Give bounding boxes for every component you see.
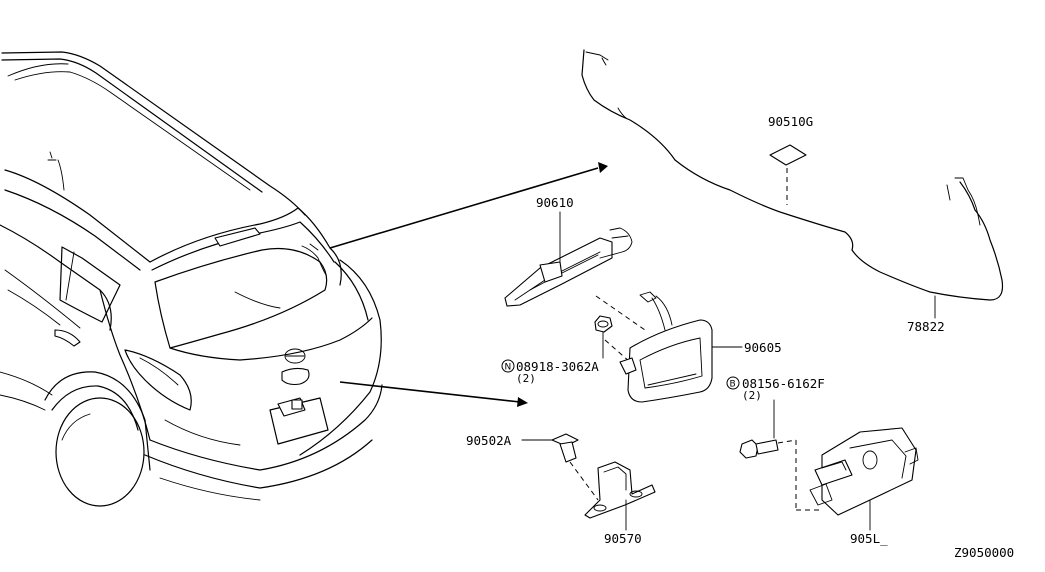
label-08918-qty: (2) (516, 372, 536, 385)
label-08918-3062A: 08918-3062A (516, 359, 599, 374)
harness-clip-icon (769, 144, 807, 205)
pointer-arrows (329, 162, 608, 407)
diagram-id: Z9050000 (954, 545, 1014, 560)
label-08156-qty: (2) (742, 389, 762, 402)
label-90510G: 90510G (768, 114, 813, 129)
car-body-drawing (0, 51, 383, 507)
bolt-prefix-circle (726, 376, 740, 390)
label-08156-6162F: 08156-6162F (742, 376, 825, 391)
label-90605: 90605 (744, 340, 782, 355)
label-90570: 90570 (604, 531, 642, 546)
label-90502A: 90502A (466, 433, 512, 448)
label-90610: 90610 (536, 195, 574, 210)
striker-bracket-icon (584, 461, 656, 531)
part-labels: 90510G 90610 78822 90605 N 08918-3062A (… (466, 114, 1014, 560)
label-08918-prefix: N (505, 363, 512, 373)
label-08156-prefix: B (730, 380, 736, 390)
back-door-trim-bracket-icon (504, 211, 633, 307)
back-door-handle-icon (595, 291, 743, 403)
label-905xx: 905L_ (850, 531, 888, 546)
label-78822: 78822 (907, 319, 945, 334)
nut-icon (594, 315, 613, 359)
wiring-harness-icon (581, 49, 1004, 319)
lock-actuator-icon (809, 427, 919, 531)
nut-prefix-circle (501, 359, 515, 373)
bolt-icon (739, 399, 820, 511)
screw-icon (521, 433, 599, 501)
